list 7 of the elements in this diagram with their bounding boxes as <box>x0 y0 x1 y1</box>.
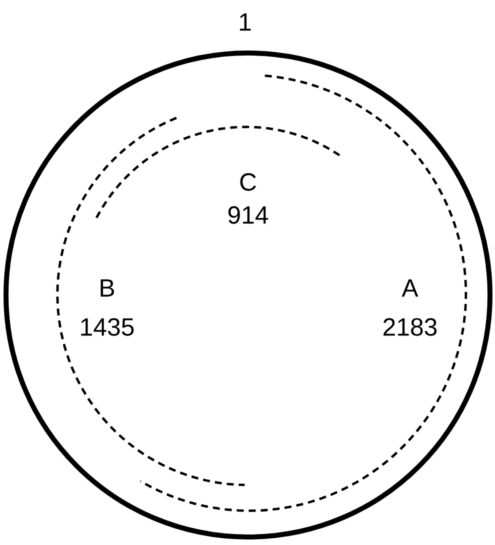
segment-length: 2183 <box>384 318 437 336</box>
segment-length: 914 <box>228 206 268 224</box>
segment-length: 1435 <box>81 318 134 336</box>
segment-letter: B <box>100 279 114 297</box>
segment-number: 1 <box>240 13 251 31</box>
segment-letter: A <box>402 279 418 297</box>
segment-letter: C <box>240 173 256 191</box>
